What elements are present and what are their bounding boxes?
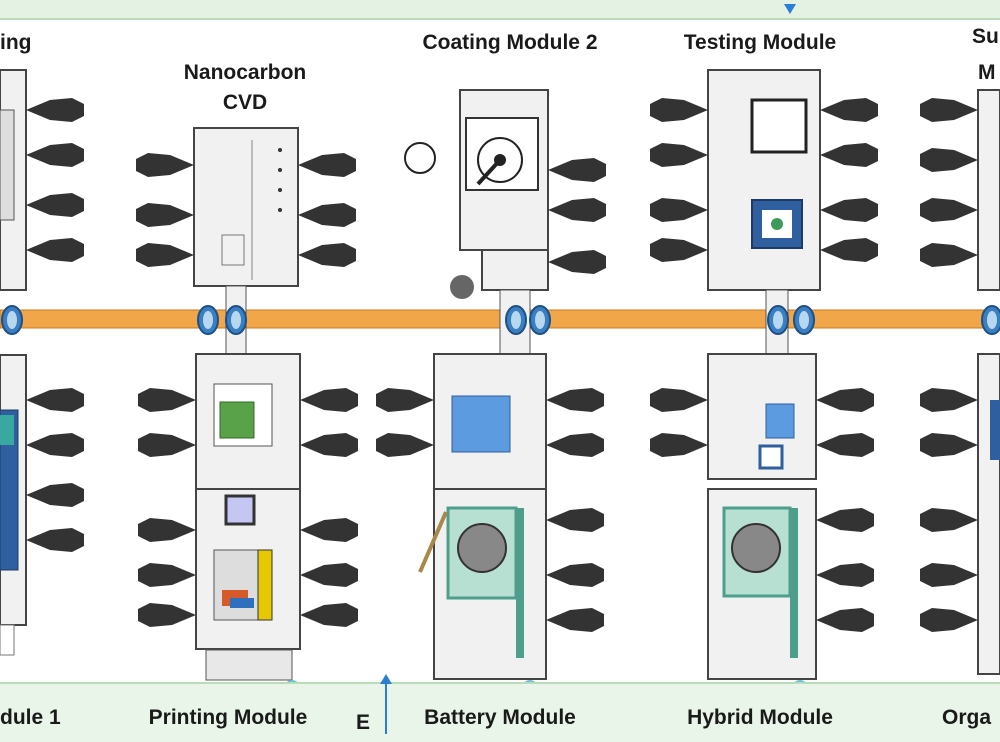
- label-battery-module: Battery Module: [424, 706, 576, 729]
- label-hybrid-module: Hybrid Module: [687, 706, 833, 729]
- label-right-top-cut-1: Su: [972, 25, 999, 48]
- module-column-3: [376, 89, 606, 692]
- module-column-4: [650, 69, 878, 692]
- module-column-2: [136, 127, 358, 692]
- label-right-bottom-cut: Orga: [942, 706, 992, 729]
- label-right-top-cut-2: M: [978, 61, 996, 84]
- label-left-top-cut: ing: [0, 31, 32, 54]
- label-coating-module-2: Coating Module 2: [422, 31, 598, 54]
- bottom-flow-arrow: [380, 674, 392, 684]
- top-green-band: [0, 0, 1000, 20]
- label-cvd: CVD: [222, 91, 268, 114]
- label-printing-module: Printing Module: [148, 706, 308, 729]
- module-column-1: [0, 69, 84, 656]
- bottom-flow-arrow-line: [385, 684, 387, 734]
- label-testing-module: Testing Module: [683, 31, 837, 54]
- bottom-green-band: [0, 682, 1000, 742]
- label-nanocarbon: Nanocarbon: [183, 61, 307, 84]
- label-e-marker: E: [356, 711, 371, 734]
- top-flow-arrow: [784, 4, 796, 14]
- label-module-1-cut: dule 1: [0, 706, 61, 729]
- module-column-5: [920, 89, 1000, 675]
